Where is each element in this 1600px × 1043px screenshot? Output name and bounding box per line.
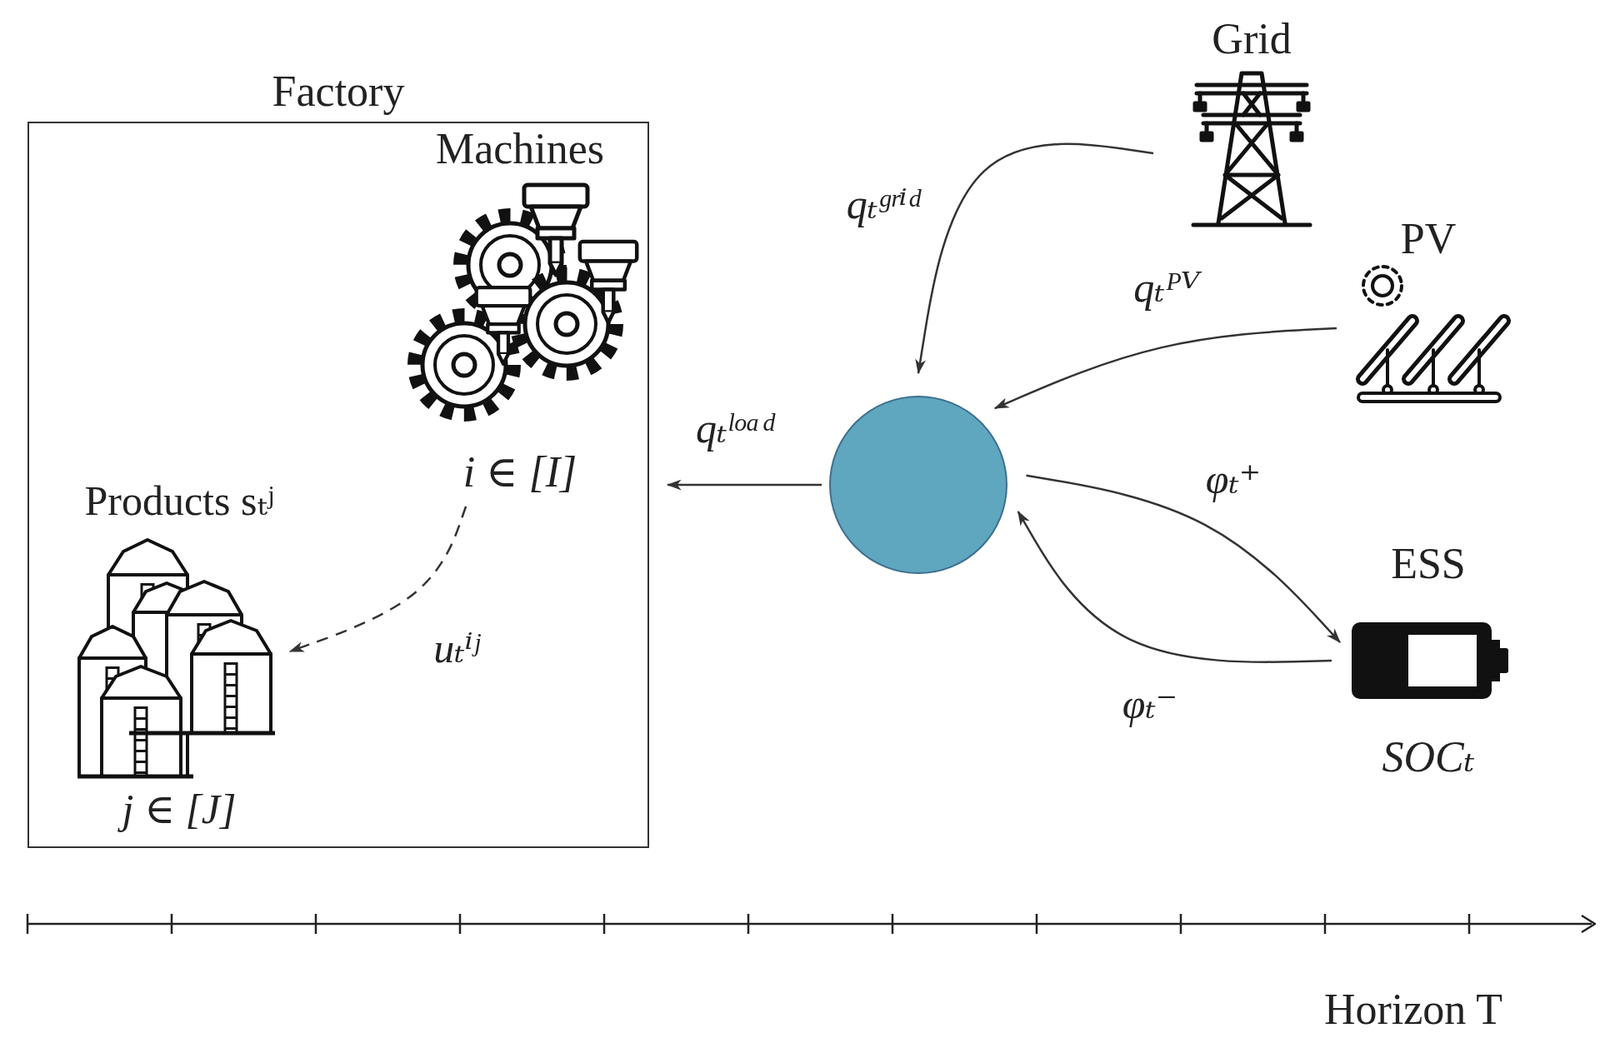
node-title: Machines xyxy=(435,125,605,174)
energy-bus xyxy=(828,395,1009,575)
energy-flow xyxy=(995,328,1337,409)
bus-circle-shape xyxy=(830,396,1007,574)
grid-tower xyxy=(1193,73,1310,225)
energy-flow xyxy=(1026,475,1340,643)
flow-variable: qₜᵍʳⁱᵈ xyxy=(846,180,920,229)
battery-icon xyxy=(1351,622,1509,700)
energy-flow xyxy=(918,144,1154,374)
axis-label: Horizon T xyxy=(1324,985,1503,1035)
icon-space xyxy=(1345,588,1512,734)
node-title: ESS xyxy=(1390,540,1466,589)
pv-source: PV xyxy=(1345,215,1512,409)
factory-box: FactoryMachinesi ∈ [I]Products sₜʲj ∈ [J… xyxy=(27,121,650,849)
machine-nozzles xyxy=(476,185,638,365)
product-silos xyxy=(77,540,275,777)
index-label: i ∈ [I] xyxy=(463,448,578,497)
index-label: SOCₜ xyxy=(1381,733,1475,782)
energy-flow xyxy=(667,484,822,487)
time-axis xyxy=(27,914,1595,935)
icon-space xyxy=(399,173,641,449)
products-group: Products sₜʲ j ∈ [J] xyxy=(75,476,284,834)
ess-storage: ESS SOCₜ xyxy=(1345,540,1512,782)
bus-circle xyxy=(828,395,1009,575)
flow-variable: qₜˡᵒᵃᵈ xyxy=(695,404,775,453)
node-title: Products sₜʲ xyxy=(84,476,274,525)
machines-group: Machines i ∈ [I] xyxy=(399,125,641,497)
energy-flow xyxy=(1018,511,1332,663)
flow-variable: φₜ⁻ xyxy=(1122,680,1178,729)
flow-variable: φₜ⁺ xyxy=(1205,455,1261,504)
flow-variable: uₜⁱʲ xyxy=(433,624,480,673)
icon-space xyxy=(1176,63,1327,239)
flow-variable: qₜᴾⱽ xyxy=(1133,263,1200,312)
grid-source: Grid xyxy=(1176,15,1327,239)
node-title: PV xyxy=(1400,215,1456,264)
icon-space xyxy=(75,525,284,785)
icon-space xyxy=(1345,263,1512,409)
node-title: Factory xyxy=(272,67,405,116)
pv-panels xyxy=(1358,266,1505,402)
node-title: Grid xyxy=(1211,15,1291,64)
index-label: j ∈ [J] xyxy=(121,785,236,834)
